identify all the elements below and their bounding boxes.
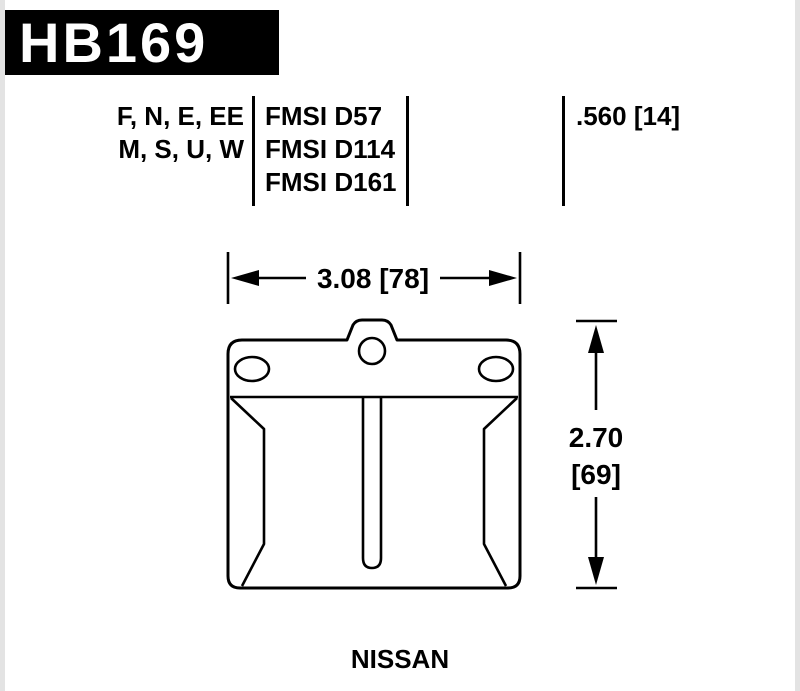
vehicle-name: NISSAN <box>350 644 450 674</box>
fmsi-codes: FMSI D57 FMSI D114 FMSI D161 <box>265 100 397 199</box>
compound-codes: F, N, E, EE M, S, U, W <box>38 100 244 166</box>
left-edge-border <box>0 0 5 691</box>
height-dimension-label-mm: [69] <box>571 459 621 490</box>
height-dim-top-arrowhead <box>588 325 604 353</box>
spec-table-divider-2 <box>406 96 409 206</box>
mounting-hole-left <box>233 355 271 383</box>
pad-thickness: .560 [14] <box>576 101 681 131</box>
spec-table-divider-1 <box>252 96 255 206</box>
height-dim-bottom-arrowhead <box>588 557 604 585</box>
height-dimension-label-inches: 2.70 <box>569 422 624 453</box>
part-number-box: HB169 <box>5 10 279 75</box>
fmsi-code-2: FMSI D114 <box>265 134 396 164</box>
backing-plate-outline <box>226 318 522 590</box>
compound-codes-line1: F, N, E, EE <box>116 101 244 131</box>
tab-hole <box>357 336 387 366</box>
width-dimension-label: 3.08 [78] <box>317 263 429 294</box>
width-dim-right-arrowhead <box>489 270 517 286</box>
mounting-hole-right <box>477 355 515 383</box>
center-slot <box>361 397 383 570</box>
width-dim-left-arrowhead <box>231 270 259 286</box>
spec-table-divider-3 <box>562 96 565 206</box>
part-number: HB169 <box>19 10 209 74</box>
friction-left-edge <box>230 397 266 587</box>
friction-right-edge <box>482 397 518 587</box>
right-edge-border <box>795 0 800 691</box>
fmsi-code-3: FMSI D161 <box>265 167 397 197</box>
compound-codes-line2: M, S, U, W <box>118 134 244 164</box>
fmsi-code-1: FMSI D57 <box>265 101 383 131</box>
